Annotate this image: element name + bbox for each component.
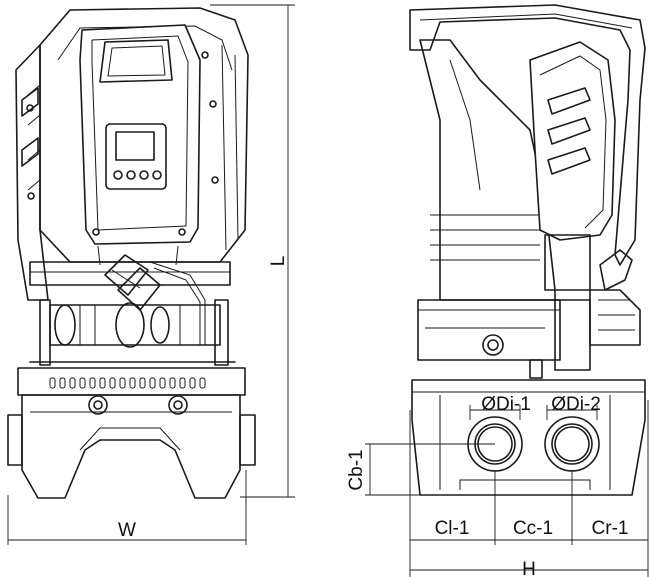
elbow-fitting	[104, 254, 206, 345]
dimension-label-cl1: Cl-1	[435, 518, 470, 539]
dimension-label-width: W	[118, 520, 136, 541]
dimension-label-cb1: Cb-1	[346, 449, 367, 490]
dimension-label-cc1: Cc-1	[513, 518, 553, 539]
side-cover	[529, 41, 616, 241]
display-housing	[105, 123, 167, 190]
dimension-label-length: L	[268, 256, 289, 267]
control-button	[139, 170, 149, 180]
front-view-dimensions	[7, 4, 295, 545]
side-base	[411, 379, 646, 496]
side-view-dimensions	[365, 400, 649, 577]
inlet-diameter-label: ØDi-1	[481, 394, 531, 415]
outlet-port	[544, 416, 600, 472]
outlet-diameter-label: ØDi-2	[551, 394, 601, 415]
dimension-label-cr1: Cr-1	[592, 518, 629, 539]
dimension-label-h: H	[522, 559, 536, 577]
side-view-pump	[409, 4, 646, 496]
display-screen	[115, 131, 155, 161]
control-button	[152, 170, 162, 180]
control-panel	[79, 24, 201, 245]
control-button	[126, 170, 136, 180]
front-view-pump	[7, 7, 256, 499]
control-button	[113, 170, 123, 180]
pump-base	[21, 394, 241, 499]
